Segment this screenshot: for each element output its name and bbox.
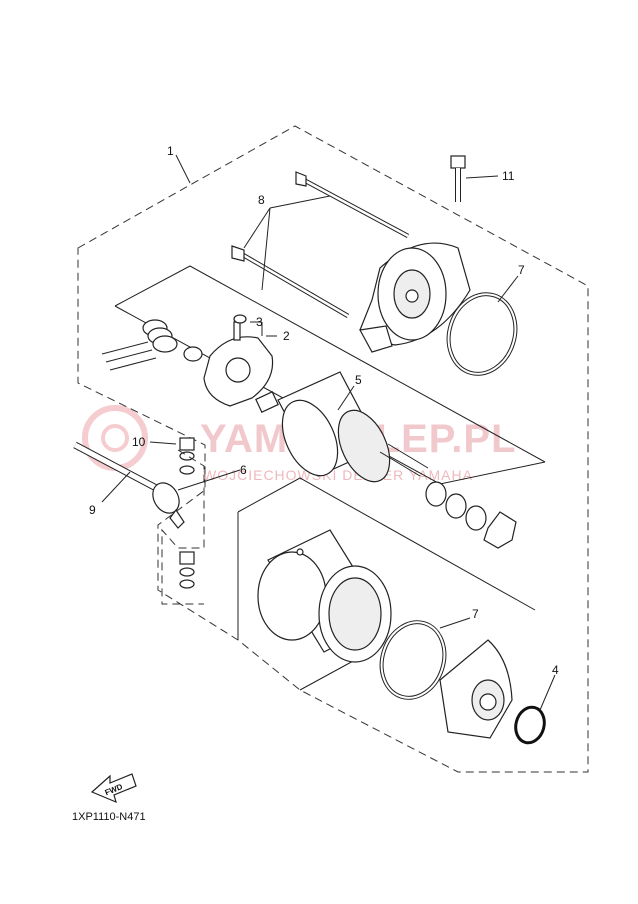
callout-8: 8 — [258, 193, 265, 207]
lead-wire-assembly — [73, 441, 185, 529]
armature — [255, 371, 429, 483]
o-ring-upper — [446, 292, 518, 376]
o-ring-lower — [379, 620, 447, 700]
callout-7-lower: 7 — [472, 607, 479, 621]
lock-plate — [483, 511, 517, 549]
leader-lines — [101, 154, 556, 711]
lower-group-frame — [237, 477, 536, 691]
washer-small — [183, 346, 203, 362]
o-ring-4 — [514, 705, 546, 745]
brush-holder — [203, 321, 274, 407]
brush-spring-set — [101, 319, 178, 371]
washer-2 — [445, 493, 467, 519]
nut-washer-stack-lower — [179, 551, 195, 589]
rear-cover-bracket — [359, 242, 471, 353]
callout-3: 3 — [256, 315, 263, 329]
callout-7-upper: 7 — [518, 263, 525, 277]
terminal-dashed-bracket — [161, 449, 205, 605]
o-ring-lower-inner — [382, 623, 444, 697]
fwd-arrow-icon: FWD — [90, 773, 137, 804]
watermark-tagline: WOJCIECHOWSKI DEALER YAMAHA — [203, 467, 473, 483]
callout-9: 9 — [89, 503, 96, 517]
through-bolt-lower — [231, 245, 350, 318]
callout-5: 5 — [355, 373, 362, 387]
o-ring-upper-inner — [449, 295, 515, 373]
washer-3 — [465, 505, 487, 531]
o-ring-small-3 — [233, 314, 247, 324]
washer-1 — [425, 481, 447, 507]
diagram-code: 1XP1110-N471 — [72, 811, 146, 823]
callout-1: 1 — [167, 144, 174, 158]
callout-11: 11 — [502, 169, 515, 183]
callout-6: 6 — [240, 463, 247, 477]
through-bolt-upper — [295, 171, 410, 238]
callout-4: 4 — [552, 663, 559, 677]
callout-10: 10 — [132, 435, 146, 449]
yoke-housing — [257, 529, 392, 663]
callout-2: 2 — [283, 329, 290, 343]
nut-washer-stack-upper — [179, 437, 195, 475]
hex-bolt — [450, 155, 466, 202]
front-cover — [439, 639, 513, 739]
